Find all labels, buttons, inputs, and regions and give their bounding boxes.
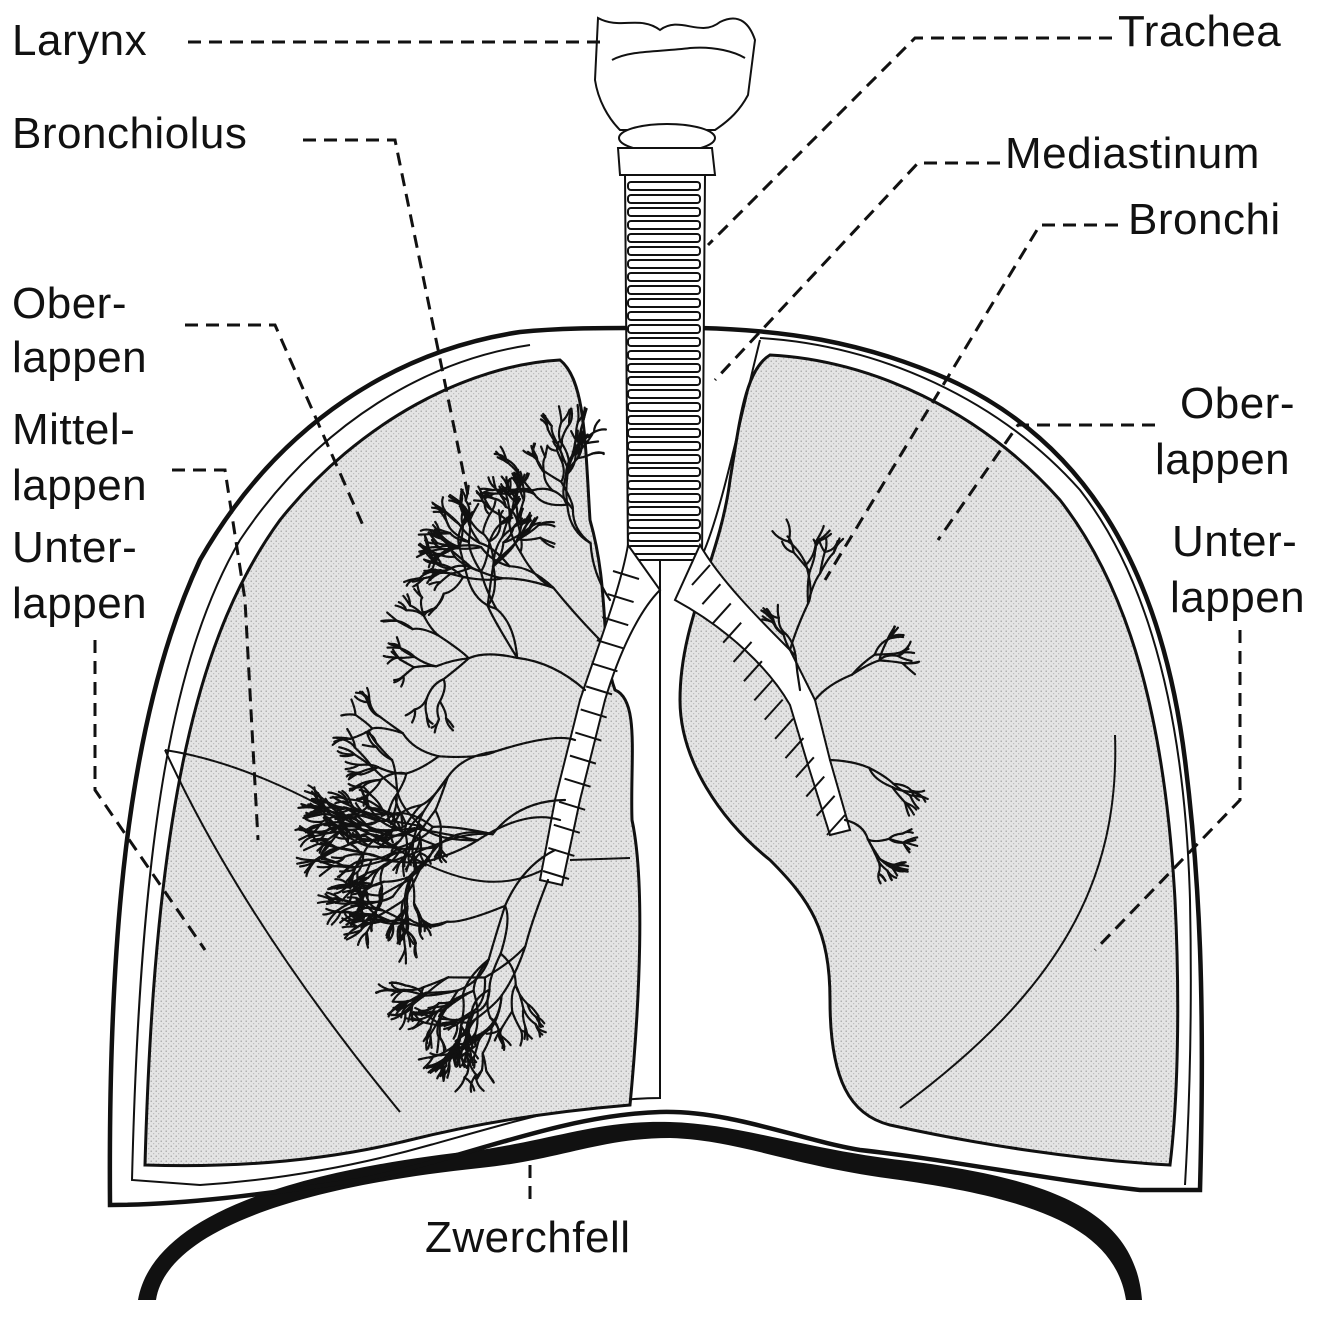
trachea-ring [628, 325, 700, 333]
lung-right-image [680, 355, 1178, 1165]
trachea-ring [628, 195, 700, 203]
trachea-structure [625, 175, 705, 560]
label-left-oberlappen-line1: Ober- [12, 279, 127, 328]
bronchiole-branch [341, 714, 355, 715]
bronchiole-branch [594, 429, 606, 432]
trachea-ring [628, 247, 700, 255]
trachea-ring [628, 234, 700, 242]
trachea-ring [628, 338, 700, 346]
bronchiole-branch [580, 431, 581, 441]
bronchiole-branch [385, 621, 397, 622]
trachea-ring [628, 351, 700, 359]
trachea-ring [628, 455, 700, 463]
label-bronchiolus: Bronchiolus [12, 109, 247, 158]
label-larynx: Larynx [12, 16, 147, 65]
label-bronchi: Bronchi [1128, 195, 1281, 244]
bronchiole-branch [429, 547, 440, 548]
label-zwerchfell: Zwerchfell [425, 1213, 631, 1262]
bronchiole-branch [494, 494, 510, 495]
bronchiole-branch [525, 1027, 526, 1039]
bronchiole-branch [343, 927, 358, 928]
trachea-ring [628, 221, 700, 229]
trachea-ring [628, 507, 700, 515]
label-right-oberlappen-line1: Ober- [1180, 379, 1295, 428]
label-mittellappen-line1: Mittel- [12, 405, 135, 454]
bronchiole-branch [506, 477, 507, 486]
larynx-structure [595, 18, 755, 175]
label-left-unterlappen-line1: Unter- [12, 523, 137, 572]
bronchiole-branch [356, 873, 357, 885]
trachea-ring [628, 546, 700, 554]
trachea-ring [628, 273, 700, 281]
label-left-unterlappen-line2: lappen [12, 579, 147, 628]
label-mediastinum: Mediastinum [1005, 129, 1260, 178]
trachea-ring [628, 208, 700, 216]
bronchiole-branch [484, 493, 495, 494]
bronchiole-branch [902, 663, 917, 664]
label-right-unterlappen-line1: Unter- [1172, 517, 1297, 566]
bronchiole-branch [403, 858, 404, 876]
trachea-ring [628, 416, 700, 424]
trachea-ring [628, 299, 700, 307]
bronchiole-branch [393, 1001, 408, 1002]
bronchiole-branch [415, 943, 416, 957]
trachea-ring [628, 442, 700, 450]
trachea-ring [628, 312, 700, 320]
trachea-ring [628, 377, 700, 385]
label-right-unterlappen-line2: lappen [1170, 573, 1305, 622]
trachea-ring [628, 494, 700, 502]
trachea-ring [628, 468, 700, 476]
trachea-ring [628, 260, 700, 268]
label-right-oberlappen-line2: lappen [1155, 435, 1290, 484]
label-left-oberlappen-line2: lappen [12, 333, 147, 382]
label-trachea: Trachea [1118, 7, 1281, 56]
trachea-ring [628, 364, 700, 372]
trachea-ring [628, 390, 700, 398]
trachea-ring [628, 481, 700, 489]
trachea-ring [628, 286, 700, 294]
trachea-ring [628, 403, 700, 411]
bronchiole-branch [778, 605, 779, 618]
trachea-ring [628, 429, 700, 437]
trachea-ring [628, 182, 700, 190]
label-mittellappen-line2: lappen [12, 461, 147, 510]
trachea-ring [628, 520, 700, 528]
bronchiole-branch [578, 405, 579, 422]
bronchiole-branch [592, 453, 603, 454]
trachea-ring [628, 533, 700, 541]
